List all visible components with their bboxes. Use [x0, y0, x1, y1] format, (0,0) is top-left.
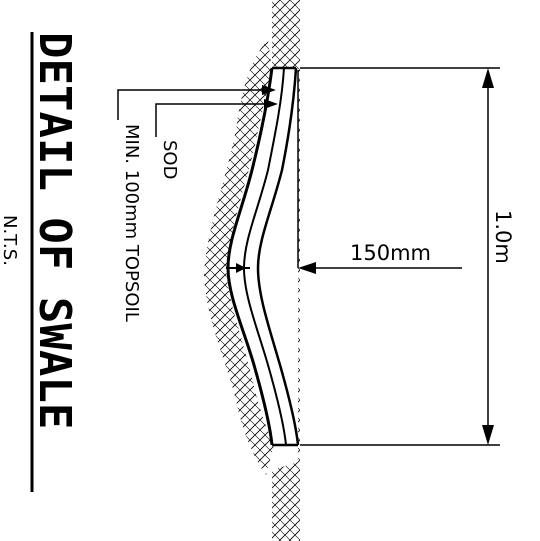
width-dimension-text: 1.0m: [491, 210, 515, 264]
width-arrow-bottom: [482, 425, 494, 445]
depth-arrow: [298, 262, 316, 274]
drawing-title: DETAIL OF SWALE: [29, 32, 80, 429]
depth-bottom-arrow: [236, 263, 246, 273]
topsoil-label: MIN. 100mm TOPSOIL: [121, 124, 142, 322]
depth-dimension-text: 150mm: [350, 241, 431, 265]
swale-earth-hatch: [204, 40, 274, 475]
sod-label: SOD: [159, 140, 180, 179]
width-arrow-top: [482, 68, 494, 88]
topsoil-leader: [117, 89, 266, 120]
sod-leader-arrow: [264, 99, 278, 109]
sod-leader: [155, 103, 268, 137]
existing-ground-hatch: [272, 0, 300, 541]
sod-layer-top: [256, 67, 300, 446]
topsoil-leader-arrow: [262, 85, 276, 95]
scale-note: N.T.S.: [0, 215, 20, 266]
